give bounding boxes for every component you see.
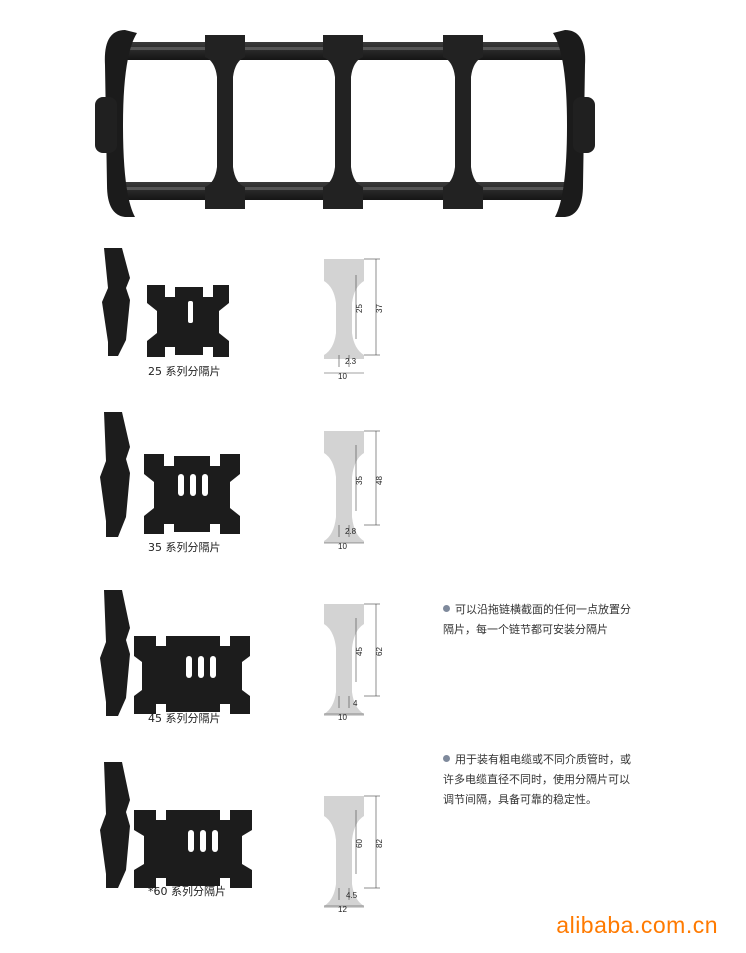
note-1: 可以沿拖链横截面的任何一点放置分隔片，每一个链节都可安装分隔片 xyxy=(443,600,633,640)
note-text: 用于装有粗电缆或不同介质管时，或许多电缆直径不同时，使用分隔片可以调节间隔，具备… xyxy=(443,753,631,806)
bullet-icon xyxy=(443,605,450,612)
note-2: 用于装有粗电缆或不同介质管时，或许多电缆直径不同时，使用分隔片可以调节间隔，具备… xyxy=(443,750,633,810)
separator-60-image xyxy=(100,762,252,888)
watermark: alibaba.com.cn xyxy=(556,912,718,938)
dim-web: 4.5 xyxy=(346,891,358,900)
separator-45-profile: 45 62 4 10 xyxy=(324,603,384,722)
separator-35-image xyxy=(100,412,240,537)
note-text: 可以沿拖链横截面的任何一点放置分隔片，每一个链节都可安装分隔片 xyxy=(443,603,631,636)
separator-caption: 45 系列分隔片 xyxy=(148,712,221,725)
separator-35-profile: 35 48 2.8 10 xyxy=(324,430,384,551)
dim-width: 10 xyxy=(338,713,347,722)
separator-caption: *60 系列分隔片 xyxy=(148,885,226,898)
dim-outer-height: 82 xyxy=(375,839,384,848)
dim-outer-height: 37 xyxy=(375,304,384,313)
dim-inner-height: 60 xyxy=(355,839,364,848)
dim-width: 10 xyxy=(338,372,347,380)
separator-45-image xyxy=(100,590,250,716)
dim-outer-height: 48 xyxy=(375,476,384,485)
separator-25-image xyxy=(102,248,229,357)
separator-25-profile: 25 37 2.3 10 xyxy=(324,258,384,380)
separator-caption: 25 系列分隔片 xyxy=(148,365,221,378)
dim-width: 10 xyxy=(338,542,347,551)
dim-inner-height: 35 xyxy=(355,476,364,485)
dim-width: 12 xyxy=(338,905,347,914)
separator-60-profile: 60 82 4.5 12 xyxy=(324,795,384,914)
dim-web: 4 xyxy=(353,699,358,708)
dim-outer-height: 62 xyxy=(375,647,384,656)
dim-web: 2.3 xyxy=(345,357,357,366)
dim-inner-height: 45 xyxy=(355,647,364,656)
chain-frame-image xyxy=(95,30,595,217)
dim-web: 2.8 xyxy=(345,527,357,536)
dim-inner-height: 25 xyxy=(355,304,364,313)
bullet-icon xyxy=(443,755,450,762)
separator-caption: 35 系列分隔片 xyxy=(148,541,221,554)
